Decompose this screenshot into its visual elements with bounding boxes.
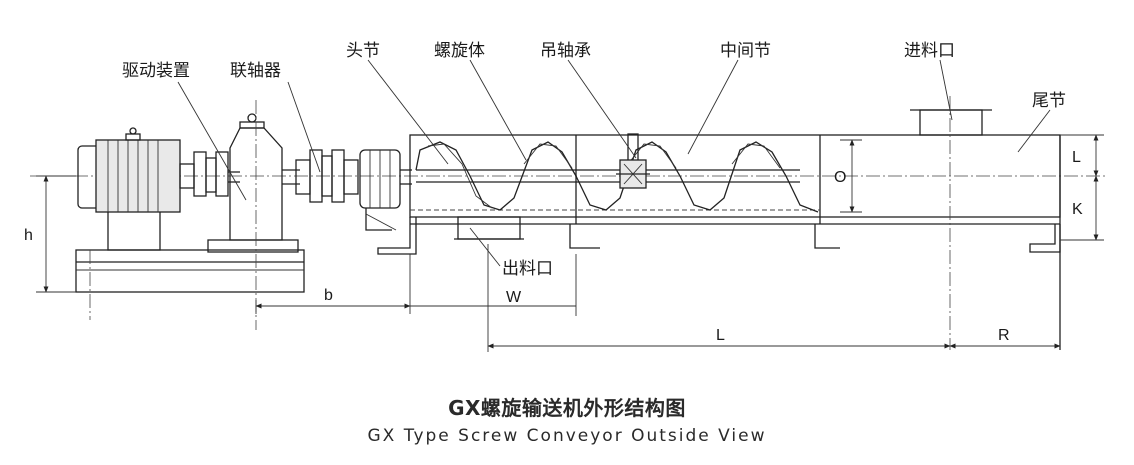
label-inlet: 进料口: [904, 41, 955, 61]
dim-l-main: L: [716, 327, 725, 344]
base-frame: [75, 239, 305, 293]
dim-h: h: [24, 227, 33, 244]
coupling-2: [295, 149, 359, 203]
reducer: [229, 100, 300, 330]
trough: [377, 109, 1061, 255]
label-tail: 尾节: [1032, 91, 1066, 111]
dim-r: R: [998, 327, 1010, 344]
dim-k: K: [1072, 201, 1083, 218]
label-coupling: 联轴器: [230, 61, 281, 81]
label-spiral: 螺旋体: [434, 41, 485, 61]
hanger-bearing: [616, 133, 650, 189]
dim-o: O: [834, 169, 846, 186]
label-hanger: 吊轴承: [540, 41, 591, 61]
label-head: 头节: [346, 41, 380, 61]
spiral-flight: [415, 141, 819, 213]
tail-section: [949, 96, 1061, 350]
label-outlet: 出料口: [502, 259, 553, 279]
caption-subtitle: GX Type Screw Conveyor Outside View: [367, 426, 767, 446]
coupling-1: [193, 151, 240, 197]
bottom-dimensions: [36, 175, 1061, 352]
conveyor-diagram: 驱动装置 联轴器 头节 螺旋体 吊轴承 中间节 进料口 尾节 出料口 h b W…: [24, 41, 1105, 352]
dim-b: b: [324, 287, 333, 304]
caption-title: GX螺旋输送机外形结构图: [448, 396, 686, 420]
side-dimensions: [840, 134, 1104, 241]
label-drive: 驱动装置: [122, 61, 190, 81]
dim-w: W: [506, 289, 522, 306]
motor: [77, 127, 195, 251]
label-middle: 中间节: [720, 41, 771, 61]
head-bearing: [359, 149, 412, 231]
leader-lines: [177, 59, 1051, 267]
dim-l-side: L: [1072, 149, 1081, 166]
